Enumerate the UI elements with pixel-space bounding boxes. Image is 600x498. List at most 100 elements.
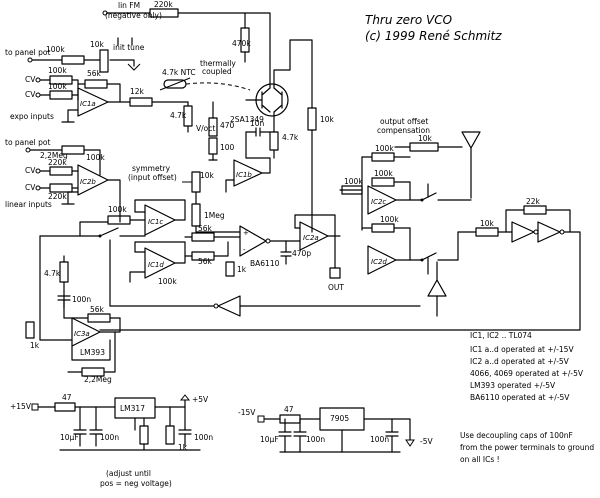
inverter-1 xyxy=(511,221,535,243)
res-470k-label: 470k xyxy=(232,39,251,48)
label-7905: 7905 xyxy=(330,414,349,423)
label-adjust-until: (adjust until xyxy=(106,469,151,478)
res-47-a-label: 47 xyxy=(62,393,72,402)
label-cv-2: CV xyxy=(25,90,36,99)
ic3a-label: IC3a xyxy=(74,330,90,338)
note-6: BA6110 operated at +/-5V xyxy=(470,393,570,402)
res-100k-i-label: 100k xyxy=(344,177,363,186)
label-ntc: 4.7k NTC xyxy=(162,68,196,77)
opamp-ic1d xyxy=(144,247,176,279)
opamp-ic1c xyxy=(144,204,176,236)
label-cv-1: CV xyxy=(25,75,36,84)
label-plus5v: +5V xyxy=(192,395,209,404)
res-220k-c-label: 220k xyxy=(48,192,67,201)
ic2d-label: IC2d xyxy=(371,258,387,266)
ic2a-label: IC2a xyxy=(303,234,319,242)
note-8: from the power terminals to ground xyxy=(460,443,594,452)
res-100k-h-label: 100k xyxy=(374,169,393,178)
res-56k-a-label: 56k xyxy=(87,69,102,78)
ic1b-label: IC1b xyxy=(236,171,252,179)
label-cv-3: CV xyxy=(25,166,36,175)
ic1c-label: IC1c xyxy=(148,218,163,226)
note-7: Use decoupling caps of 100nF xyxy=(460,431,573,440)
res-100k-j-label: 100k xyxy=(380,215,399,224)
res-56k-b-label: 56k xyxy=(198,224,213,233)
res-22k-label: 22k xyxy=(526,197,541,206)
opamp-ic1a xyxy=(77,87,109,117)
note-4: 4066, 4069 operated at +/-5V xyxy=(470,369,584,378)
cap-100n-b-label: 100n xyxy=(100,433,119,442)
cap-10uf-a-label: 10µF xyxy=(60,433,79,442)
note-1: IC1, IC2 .. TL074 xyxy=(470,331,532,340)
res-1meg-label: 1Meg xyxy=(204,211,225,220)
res-100-label: 100 xyxy=(220,143,235,152)
label-v-oct: V/oct xyxy=(196,124,215,133)
label-ba6110: BA6110 xyxy=(250,259,280,268)
res-220k-top-label: 220k xyxy=(154,0,173,9)
label-input-offset: (input offset) xyxy=(128,173,177,182)
ic1d-label: IC1d xyxy=(148,261,164,269)
cap-100n-e-label: 100n xyxy=(370,435,389,444)
res-4.7k-b-label: 4.7k xyxy=(282,133,299,142)
label-expo-inputs: expo inputs xyxy=(10,112,54,121)
label-init-tune: init tune xyxy=(113,43,145,52)
res-4.7k-a-label: 4.7k xyxy=(170,111,187,120)
svg-text:-: - xyxy=(243,246,246,254)
label-lin-fm-sub: (negative only) xyxy=(105,11,162,20)
label-symmetry: symmetry xyxy=(132,164,171,173)
label-output-offset: output offset xyxy=(380,117,428,126)
res-10k-a-label: 10k xyxy=(90,40,105,49)
opamp-ic2c xyxy=(367,185,397,215)
label-out: OUT xyxy=(328,283,344,292)
label-to-panel-pot-2: to panel pot xyxy=(5,138,50,147)
inverter-feedback xyxy=(217,295,241,317)
cap-10n-a-label: 10n xyxy=(250,119,265,128)
label-transistor: 2SA1349 xyxy=(230,115,264,124)
res-10k-d-label: 10k xyxy=(480,219,495,228)
res-100k-d-label: 100k xyxy=(86,153,105,162)
res-100k-f-label: 100k xyxy=(158,277,177,286)
res-100k-e-label: 100k xyxy=(108,205,127,214)
res-4.7k-c-label: 4.7k xyxy=(44,269,61,278)
res-2.2meg-a-label: 2,2Meg xyxy=(40,151,68,160)
ic1a-label: IC1a xyxy=(80,100,96,108)
cap-100n-a-label: 100n xyxy=(72,295,91,304)
svg-text:+: + xyxy=(243,229,249,237)
res-47-b-label: 47 xyxy=(284,405,294,414)
res-100k-a-label: 100k xyxy=(46,45,65,54)
res-56k-d-label: 56k xyxy=(90,305,105,314)
note-9: on all ICs ! xyxy=(460,455,500,464)
cap-10uf-b-label: 10µF xyxy=(260,435,279,444)
label-minus15v: -15V xyxy=(238,408,256,417)
label-thermally: thermally xyxy=(200,59,236,68)
label-lm317: LM317 xyxy=(120,404,145,413)
ota-ba6110 xyxy=(239,225,267,257)
cap-100n-c-label: 100n xyxy=(194,433,213,442)
opamp-ic2d xyxy=(367,245,397,275)
title-line-1: Thru zero VCO xyxy=(365,13,452,27)
res-10k-sym-label: 10k xyxy=(200,171,215,180)
note-5: LM393 operated +/-5V xyxy=(470,381,556,390)
res-10k-b-label: 10k xyxy=(320,115,335,124)
res-100k-b-label: 100k xyxy=(48,66,67,75)
label-linear-inputs: linear inputs xyxy=(5,200,52,209)
note-3: IC2 a..d operated at +/-5V xyxy=(470,357,570,366)
label-coupled: coupled xyxy=(202,67,232,76)
inverter-2 xyxy=(537,221,561,243)
label-pos-neg-voltage: pos = neg voltage) xyxy=(100,479,172,488)
res-100k-c-label: 100k xyxy=(48,82,67,91)
label-to-panel-pot-1: to panel pot xyxy=(5,48,50,57)
comparator-ic3a xyxy=(71,317,101,347)
ic2c-label: IC2c xyxy=(371,198,386,206)
res-56k-c-label: 56k xyxy=(198,257,213,266)
res-1k-c-label: 1k xyxy=(178,443,188,452)
label-compensation: compensation xyxy=(377,126,430,135)
opamp-ic2a xyxy=(299,221,329,251)
ic2b-label: IC2b xyxy=(80,178,96,186)
label-lin-fm: lin FM xyxy=(118,1,140,10)
label-lm393: LM393 xyxy=(80,348,105,357)
res-2.2meg-b-label: 2,2Meg xyxy=(84,375,112,384)
buffer-offset xyxy=(461,131,481,149)
res-470-label: 470 xyxy=(220,121,235,130)
